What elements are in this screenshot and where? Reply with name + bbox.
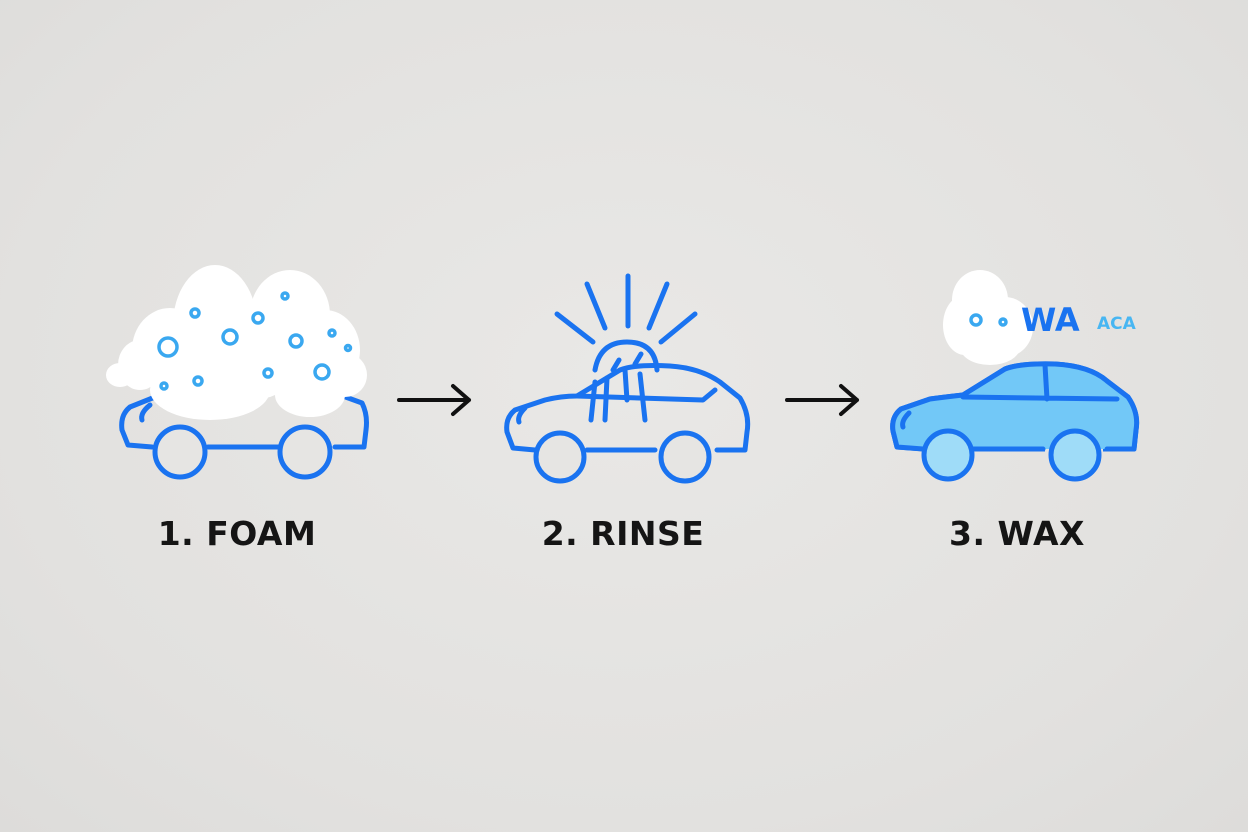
step-label-rinse: 2. RINSE (541, 514, 705, 553)
wax-badge-subtext: ACA (1097, 314, 1137, 334)
water-spray-rays (554, 273, 698, 345)
car-outline (504, 363, 751, 453)
spray-nozzle (592, 339, 660, 373)
foamy-car-icon (106, 265, 369, 480)
wax-badge-text: WA (1021, 301, 1080, 339)
arrow-right-icon (785, 384, 859, 416)
foam-cloud (106, 265, 367, 420)
step-label-foam: 1. FOAM (157, 514, 317, 553)
foam-bubbles (157, 291, 353, 391)
wheel-rear (1048, 428, 1102, 482)
wheel-front (533, 430, 587, 484)
wheel-rear (658, 430, 712, 484)
wheel-rear (277, 424, 333, 480)
step-label-wax: 3. WAX (949, 514, 1085, 553)
wheel-front (152, 424, 208, 480)
waxed-car-icon: WA ACA (890, 270, 1140, 482)
wheel-front (921, 428, 975, 482)
rinse-car-icon (504, 273, 751, 484)
wax-foam-cloud (943, 270, 1033, 365)
arrow-right-icon (397, 384, 471, 416)
